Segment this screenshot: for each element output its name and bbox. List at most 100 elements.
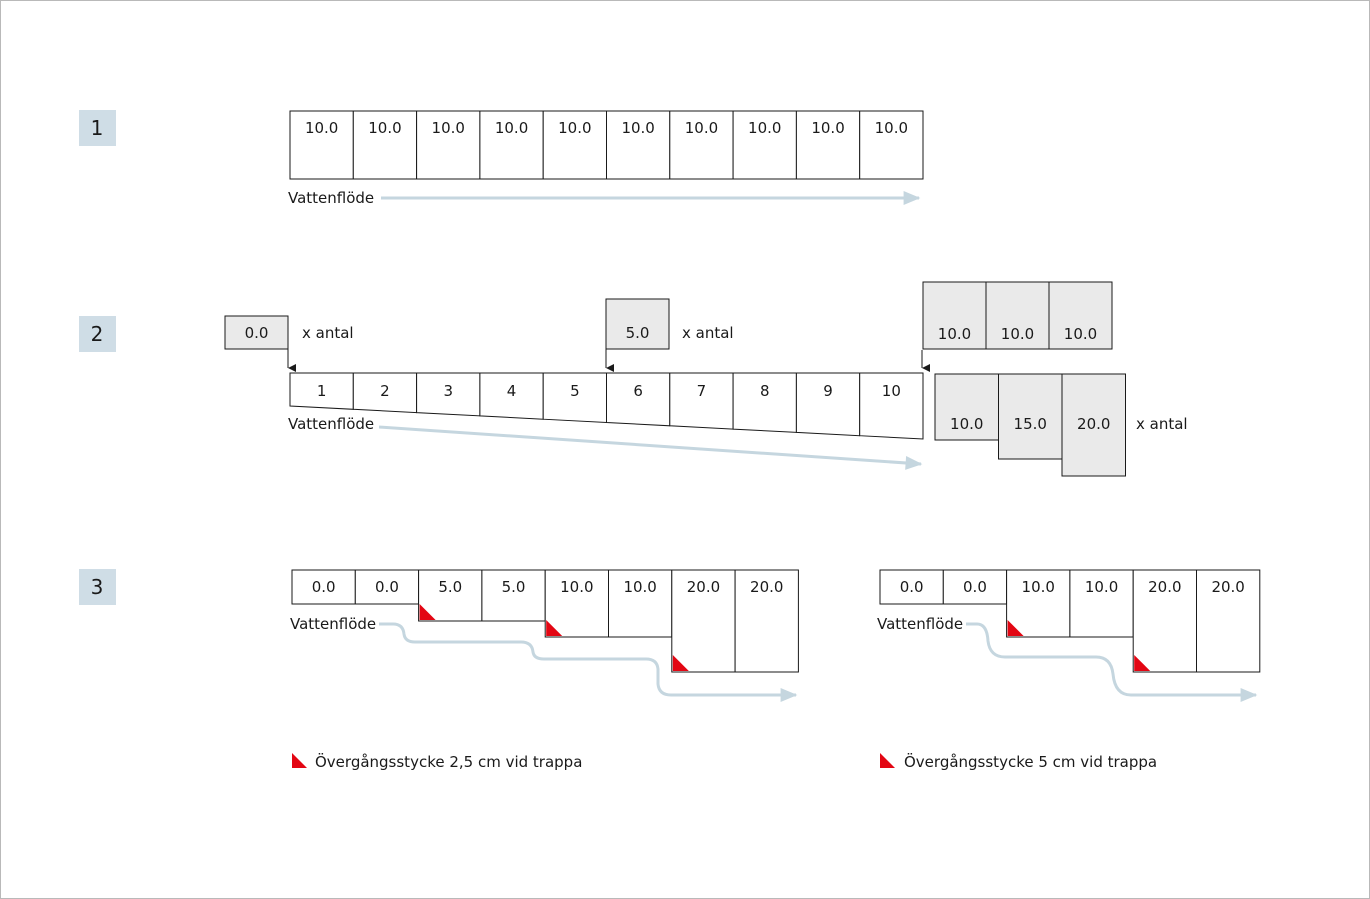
- section-badge-1: 1: [79, 110, 116, 146]
- section2-cell-value: 2: [380, 382, 390, 400]
- section3-left-cell: 5.0: [481, 569, 546, 622]
- section2-set-b: 10.0 15.0 20.0: [934, 373, 1126, 477]
- section1-cell-value: 10.0: [875, 119, 908, 137]
- section3-right-cell: 20.0: [1196, 569, 1261, 673]
- section3-left-flow-label: Vattenflöde: [290, 615, 376, 633]
- section2-cell: 6: [606, 372, 671, 427]
- section2-cell-value: 8: [760, 382, 770, 400]
- section3-left-cell-value: 20.0: [687, 578, 720, 596]
- section2-piece-1: 5.0 x antal: [605, 298, 734, 372]
- section2-set-a-cell-value: 10.0: [1064, 325, 1097, 343]
- transition-marker-icon: [546, 620, 563, 636]
- section1-cell: 10.0: [352, 110, 418, 180]
- section1-cell-value: 10.0: [558, 119, 591, 137]
- section1-cell: 10.0: [479, 110, 544, 180]
- transition-marker-icon: [880, 753, 895, 768]
- legend-left-text: Övergångsstycke 2,5 cm vid trappa: [315, 752, 582, 771]
- legend-right-text: Övergångsstycke 5 cm vid trappa: [904, 752, 1157, 771]
- section3-right-cell-value: 10.0: [1022, 578, 1055, 596]
- section1-cell: 10.0: [416, 110, 481, 180]
- section2-set-b-cell-value: 15.0: [1014, 415, 1047, 433]
- section3-right-cell: 0.0: [879, 569, 944, 605]
- section1-flow-label: Vattenflöde: [288, 189, 374, 207]
- section3-right-cell: 10.0: [1006, 569, 1071, 638]
- section3-right-cell-value: 10.0: [1085, 578, 1118, 596]
- section3-left-cell-value: 10.0: [560, 578, 593, 596]
- section-badge-2: 2: [79, 316, 116, 352]
- section1-cell-value: 10.0: [495, 119, 528, 137]
- section1-cell-value: 10.0: [748, 119, 781, 137]
- section2-cell: 7: [669, 372, 734, 430]
- section2-cell-value: 4: [507, 382, 517, 400]
- section3-left-cell: 20.0: [671, 569, 736, 673]
- section2-flow-arrow: [378, 425, 923, 470]
- section2-cell-value: 6: [633, 382, 643, 400]
- section1-row: 10.0 10.0 10.0 10.0 10.0 10.0 10.0 10.0 10.0 10.0: [289, 110, 924, 180]
- section2-cell-value: 1: [317, 382, 327, 400]
- section2-piece-0-label: x antal: [302, 324, 354, 342]
- section1-cell-value: 10.0: [621, 119, 654, 137]
- section1-cell: 10.0: [669, 110, 734, 180]
- section3-left-cell-value: 0.0: [312, 578, 336, 596]
- section3-right-cell-value: 20.0: [1148, 578, 1181, 596]
- legend-right: Övergångsstycke 5 cm vid trappa: [880, 752, 1157, 771]
- section1-cell: 10.0: [795, 110, 861, 180]
- transition-marker-icon: [419, 604, 436, 620]
- section3-left-cell: 10.0: [608, 569, 673, 638]
- section2-cell-value: 3: [443, 382, 453, 400]
- section1-cell-value: 10.0: [305, 119, 338, 137]
- section3-right-cell: 0.0: [942, 569, 1008, 605]
- section2-piece-0-value: 0.0: [245, 324, 269, 342]
- section3-left-cell: 0.0: [354, 569, 420, 605]
- section3-right-cell: 10.0: [1069, 569, 1134, 638]
- section2-piece-0: 0.0 x antal: [224, 315, 354, 372]
- section2-set-b-cell: 20.0: [1061, 373, 1126, 477]
- section3-right-cell: 20.0: [1132, 569, 1197, 673]
- section-badge-3: 3: [79, 569, 116, 605]
- section2-cell: 8: [732, 372, 797, 433]
- section3-left-cell: 5.0: [418, 569, 483, 622]
- section3-left-cell: 10.0: [544, 569, 610, 638]
- section2-cell-value: 5: [570, 382, 580, 400]
- transition-marker-icon: [1134, 655, 1151, 671]
- section-number-3: 3: [91, 575, 104, 599]
- section1-cell-value: 10.0: [368, 119, 401, 137]
- section2-set-a-cell: 10.0: [1048, 281, 1113, 350]
- section3-left-cell-value: 5.0: [502, 578, 526, 596]
- section2-cell-value: 9: [823, 382, 833, 400]
- section2-piece-1-label: x antal: [682, 324, 734, 342]
- section2-cell: 10: [859, 372, 924, 440]
- section1-cell-value: 10.0: [811, 119, 844, 137]
- section3-left-cell: 20.0: [734, 569, 799, 673]
- section2-set-a-cell: 10.0: [922, 281, 987, 350]
- section2-row: 1 2 3 4 5 6 7 8 9 10: [289, 372, 924, 440]
- section3-left-cell-value: 10.0: [623, 578, 656, 596]
- section1-cell: 10.0: [859, 110, 924, 180]
- section2-cell-value: 7: [697, 382, 707, 400]
- section2-set-b-cell-value: 10.0: [950, 415, 983, 433]
- section3-left-cell-value: 20.0: [750, 578, 783, 596]
- section2-piece-1-value: 5.0: [626, 324, 650, 342]
- transition-marker-icon: [1007, 620, 1024, 636]
- section-number-1: 1: [91, 116, 104, 140]
- section2-cell: 4: [479, 372, 544, 420]
- section2-cell-value: 10: [882, 382, 901, 400]
- section-number-2: 2: [91, 322, 104, 346]
- section3-left-cell: 0.0: [291, 569, 356, 605]
- transition-marker-icon: [672, 655, 689, 671]
- section2-cell: 2: [352, 372, 418, 414]
- legend-left: Övergångsstycke 2,5 cm vid trappa: [292, 752, 582, 771]
- section1-cell: 10.0: [542, 110, 608, 180]
- section2-cell: 1: [289, 372, 354, 410]
- section1-cell-value: 10.0: [685, 119, 718, 137]
- section2-set-a-cell: 10.0: [985, 281, 1050, 350]
- section2-cell: 5: [542, 372, 607, 424]
- section3-right-flow-label: Vattenflöde: [877, 615, 963, 633]
- section1-cell: 10.0: [732, 110, 797, 180]
- section2-flow-label: Vattenflöde: [288, 415, 374, 433]
